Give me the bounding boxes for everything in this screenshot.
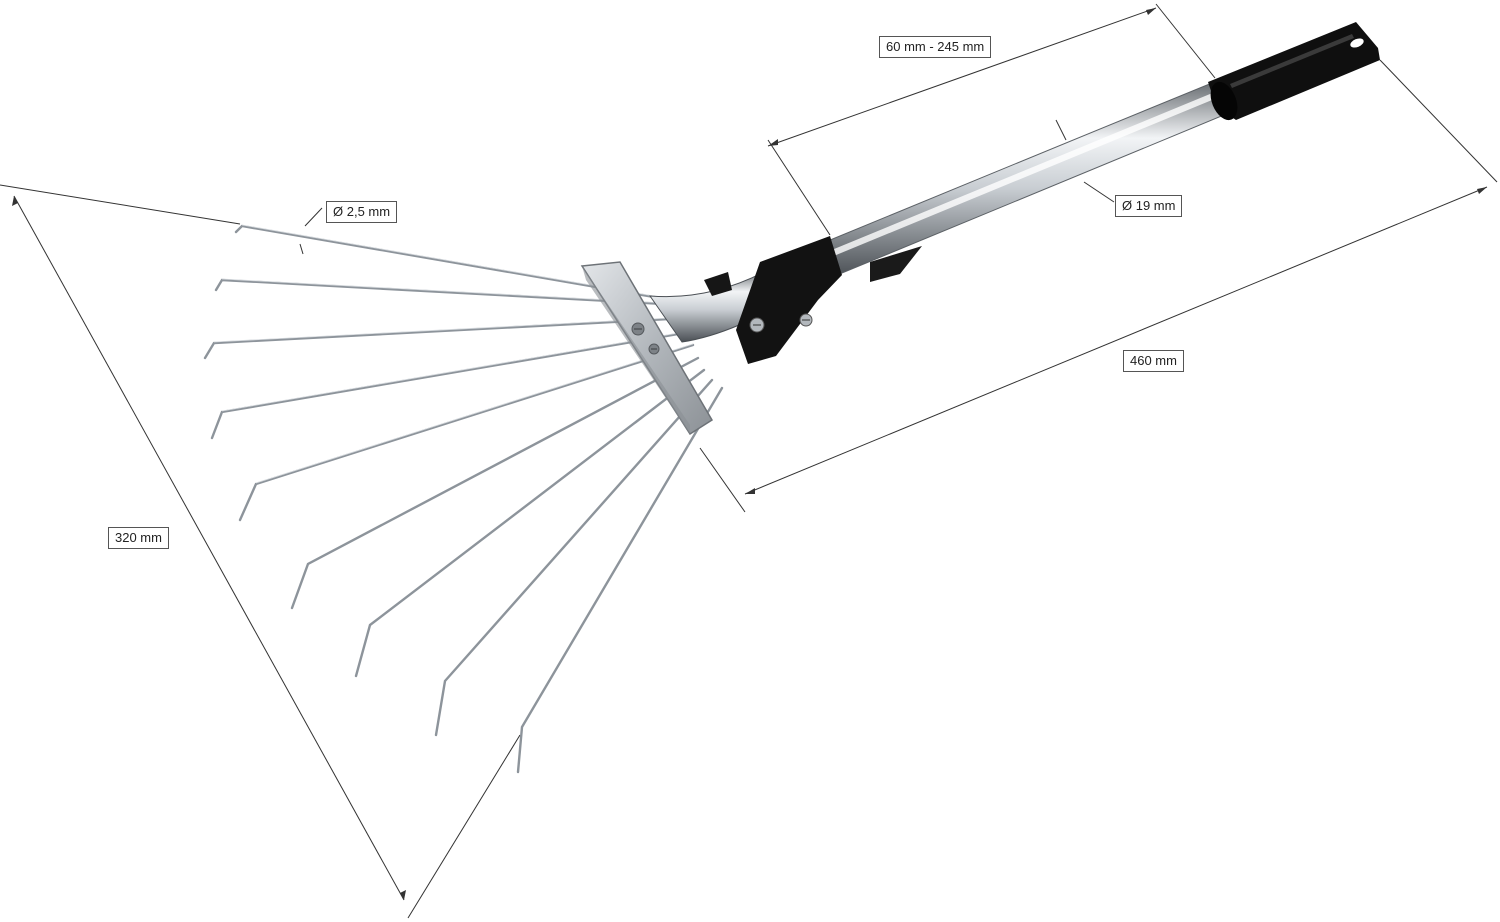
length-extension-right: [1379, 59, 1498, 183]
width-extension-bottom: [407, 734, 521, 919]
handle-clamp: [704, 236, 922, 364]
handle-extension-label: 60 mm - 245 mm: [879, 36, 992, 58]
handle-grip: [1208, 22, 1380, 121]
rake-head-plate: [580, 261, 714, 436]
extension-ext-right: [1155, 3, 1216, 79]
tine-7: [354, 368, 706, 678]
length-label: 460 mm: [1123, 350, 1184, 372]
tine-1: [234, 224, 685, 304]
extension-ext-left: [767, 139, 831, 236]
tine-9: [516, 386, 724, 774]
tine-3: [203, 316, 690, 360]
grip-hang-hole: [1350, 38, 1364, 48]
handle-tube: [817, 77, 1237, 279]
tine-diameter-tick: [299, 243, 304, 255]
tine-4: [210, 330, 692, 440]
tine-2: [214, 278, 685, 307]
dimension-lines: [0, 3, 1498, 919]
dimension-arrows: [12, 8, 1487, 900]
handle-diameter-label: Ø 19 mm: [1115, 195, 1183, 217]
tine-diameter-label: Ø 2,5 mm: [326, 201, 398, 223]
tine-6: [290, 356, 700, 610]
handle-diameter-tick-top: [1055, 119, 1067, 141]
tine-8: [434, 378, 714, 737]
width-dimension-line: [13, 195, 405, 901]
length-dimension-line: [744, 186, 1488, 495]
handle-diameter-tick-bottom: [1083, 181, 1115, 203]
length-extension-left: [699, 447, 746, 513]
extension-dimension-line: [767, 7, 1157, 147]
width-label: 320 mm: [108, 527, 169, 549]
rake-tines: [203, 224, 724, 774]
tine-diameter-leader: [304, 207, 323, 227]
width-extension-top: [0, 184, 241, 225]
tine-5: [238, 343, 695, 522]
tine-highlights: [213, 224, 694, 484]
